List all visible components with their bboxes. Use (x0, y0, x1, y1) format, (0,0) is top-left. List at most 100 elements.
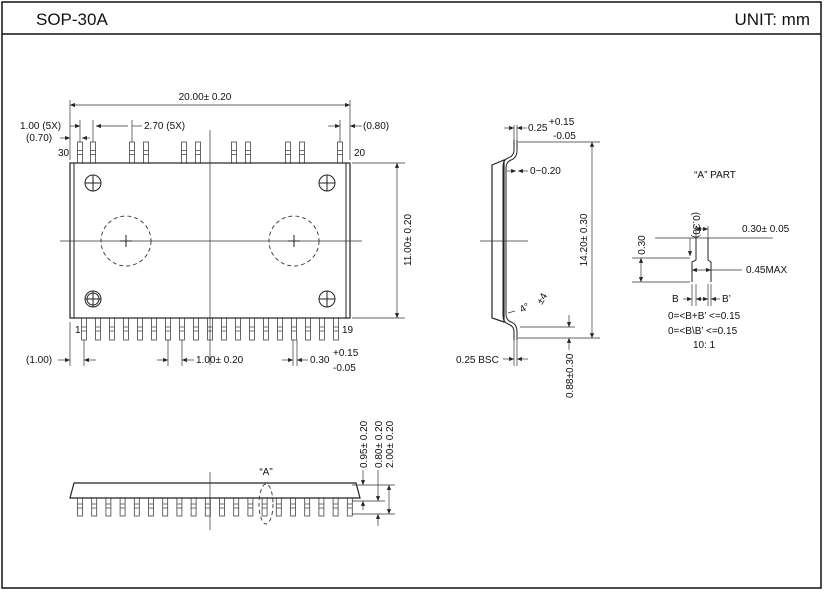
height-dimension: 11.00± 0.20 (403, 214, 414, 266)
ejector-mark (268, 215, 320, 267)
rule-1: 0=<B+B’ <=0.15 (668, 311, 741, 322)
mounting-hole-icon (84, 174, 102, 192)
front-dim-2: 0.80± 0.20 (374, 420, 385, 468)
pin-20-label: 20 (354, 148, 366, 159)
lead-tol-plus: +0.15 (333, 348, 359, 359)
detail-a-label: “A” (259, 467, 272, 478)
detail-dim-paren: (0.30) (690, 212, 701, 238)
lead-pin (129, 141, 135, 164)
detail-a-marker (258, 483, 274, 525)
lead-pin (318, 495, 325, 517)
label-b-prime: B’ (722, 294, 731, 305)
lead-pin (143, 141, 149, 164)
svg-text:+0.15: +0.15 (549, 117, 575, 128)
lead-pin (77, 495, 83, 517)
lead-pin (285, 141, 291, 164)
lead-pin (245, 141, 251, 164)
side-view: 0.25 +0.15 -0.05 14.20± 0.30 0~0.20 4° ±… (456, 117, 600, 398)
lead-pin (95, 317, 101, 341)
lead-pin (90, 141, 96, 164)
rule-2: 0=<B\B’ <=0.15 (668, 326, 738, 337)
detail-a: “A” PART (0.30) 0.30 0.30± 0.05 0.45MAX … (632, 170, 790, 351)
width-dimension: 20.00± 0.20 (179, 92, 232, 103)
lead-pin (305, 317, 311, 341)
lead-pin (77, 141, 83, 164)
lead-pin (137, 317, 143, 341)
lead-pin (332, 495, 339, 517)
foot-length: 0.88±0.30 (565, 353, 576, 398)
detail-title: “A” PART (694, 170, 736, 181)
lead-pin (193, 317, 199, 341)
lead-pin (133, 495, 140, 517)
lead-pin (219, 495, 225, 517)
lead-pin (81, 317, 87, 341)
bottom-pins (81, 317, 339, 341)
lead-pin (204, 495, 211, 517)
package-title: SOP-30A (36, 10, 108, 29)
lead-pin (299, 141, 305, 164)
svg-text:±4: ±4 (535, 291, 550, 306)
lead-pin (165, 317, 171, 341)
front-pins (77, 495, 353, 517)
overall-dimension: 14.20± 0.30 (579, 213, 590, 266)
lead-pin (221, 317, 227, 341)
detail-dim-max: 0.45MAX (746, 265, 787, 276)
lead-angle: 4° (518, 301, 532, 315)
front-dim-3: 2.00± 0.20 (385, 420, 396, 468)
lead-pin (346, 495, 353, 517)
lead-pin (304, 495, 311, 517)
lead-pin (105, 495, 112, 517)
ejector-mark (100, 215, 152, 267)
pin-30-label: 30 (58, 148, 70, 159)
lead-pin (235, 317, 241, 341)
front-dim-1: 0.95± 0.20 (359, 420, 370, 468)
pin-offset-top: (0.70) (26, 133, 52, 144)
lead-pin (333, 317, 339, 341)
lead-pin (119, 495, 126, 517)
lead-pin (247, 495, 254, 517)
lead-pin (249, 317, 255, 341)
lead-pin (148, 495, 154, 517)
top-view: 20.00± 0.20 1.00 (5X) 2.70 (5X) (0.70) (… (20, 92, 414, 374)
lead-pin (195, 141, 201, 164)
lead-pin (275, 495, 282, 517)
lead-pin (290, 495, 296, 517)
lead-thickness: 0.25 (528, 123, 548, 134)
mounting-hole-icon (318, 174, 336, 192)
pin-pitch-a: 1.00 (5X) (20, 121, 61, 132)
pin1-marker-icon (84, 290, 102, 308)
pin-pitch-b: 2.70 (5X) (144, 121, 185, 132)
lead-width: 0.30 (310, 355, 330, 366)
pin-pitch-bottom: 1.00± 0.20 (196, 355, 244, 366)
detail-scale: 10: 1 (693, 340, 716, 351)
lead-pin (263, 317, 269, 341)
detail-dim-width: 0.30± 0.05 (742, 224, 790, 235)
lead-tol-minus: -0.05 (333, 363, 356, 374)
lead-pin (91, 495, 98, 517)
detail-dim-height: 0.30 (637, 235, 648, 255)
svg-text:-0.05: -0.05 (553, 131, 576, 142)
bsc-dimension: 0.25 BSC (456, 355, 499, 366)
lead-pin (190, 495, 197, 517)
lead-pin (319, 317, 325, 341)
lead-pin (181, 141, 187, 164)
mounting-hole-icon (318, 290, 336, 308)
lead-pin (176, 495, 183, 517)
lead-pin (151, 317, 157, 341)
pin-offset-bottom: (1.00) (26, 355, 52, 366)
lead-pin (162, 495, 169, 517)
lead-pin (261, 495, 268, 517)
pin-19-label: 19 (342, 325, 354, 336)
lead-pin (233, 495, 240, 517)
pin-offset-right: (0.80) (363, 121, 389, 132)
lead-pin (291, 317, 297, 341)
standoff-dimension: 0~0.20 (530, 166, 561, 177)
lead-pin (277, 317, 283, 341)
lead-pin (123, 317, 129, 341)
front-view: “A” 0.95± 0.20 0.80± 0.20 2.00± 0.20 (69, 420, 396, 530)
label-b: B (672, 294, 679, 305)
lead-pin (109, 317, 115, 341)
lead-pin (231, 141, 237, 164)
